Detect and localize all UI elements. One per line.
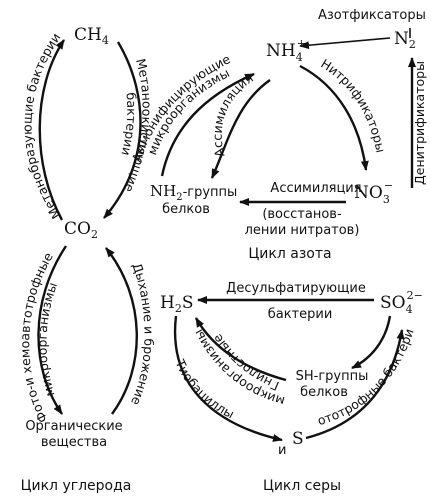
arrow-nh4-to-no3 [299, 64, 369, 171]
no3-formula: NO3− [354, 179, 393, 206]
arrow-nh4-to-nh2 [210, 79, 271, 179]
arrow-co2-to-ch4 [38, 39, 65, 221]
methanogenic-label: Метанобразующие бактерии [19, 30, 63, 222]
h2s-formula: H2S [160, 293, 193, 315]
assimilation-bottom-label: Ассимиляция [270, 181, 361, 196]
nitrate-reduction-line2: лении нитратов) [245, 223, 360, 238]
nitrogen-cycle: NH4+ N2 NO3− NH2-группы белков Азотфикса… [129, 8, 427, 262]
sh-groups-label: SH-группы [296, 369, 369, 384]
and-label: и [278, 443, 286, 458]
arrow-co2-to-organic [37, 245, 67, 415]
nitrifiers-label: Нитрификаторы [318, 56, 388, 154]
nh4-formula: NH4+ [266, 37, 306, 64]
arrow-s-to-so4 [305, 329, 405, 440]
arrow-h2s-to-s [173, 315, 283, 442]
desulfurizing-line1: Десульфатирующие [226, 281, 366, 296]
arrow-ch4-to-co2 [103, 41, 142, 219]
arrow-n2-to-nh4 [299, 37, 391, 50]
nh2-proteins-label: белков [162, 202, 210, 217]
carbon-cycle-label: Цикл углерода [21, 478, 132, 494]
nitrogen-fixers-label: Азотфиксаторы [318, 8, 426, 23]
sh-proteins-label: белков [300, 385, 348, 400]
so4-formula: SO42− [380, 289, 423, 316]
ch4-formula: CH4 [74, 25, 109, 47]
nh2-groups-formula: NH2-группы [150, 182, 237, 203]
arrow-nh2-to-nh4 [160, 72, 255, 177]
respiration-label: Дыхание и брожение [128, 261, 157, 408]
desulfurizing-line2: бактерии [268, 307, 333, 322]
sulfur-formula: S [292, 429, 304, 449]
denitrifiers-label: Денитрификаторы [412, 61, 427, 185]
nitrate-reduction-line1: (восстанов- [262, 207, 342, 222]
organic-matter-line1: Органические [25, 419, 122, 434]
arrow-sh-to-h2s [194, 317, 287, 382]
n2-formula: N2 [394, 29, 416, 51]
co2-formula: CO2 [64, 219, 98, 241]
nitrogen-cycle-label: Цикл азота [248, 246, 331, 262]
arrow-organic-to-co2 [105, 247, 138, 415]
sulfur-cycle-label: Цикл серы [263, 478, 341, 494]
arrow-so4-to-sh [351, 315, 392, 370]
carbon-cycle: CH4 CO2 Органические вещества Метанобраз… [17, 25, 156, 494]
organic-matter-line2: вещества [41, 435, 107, 450]
